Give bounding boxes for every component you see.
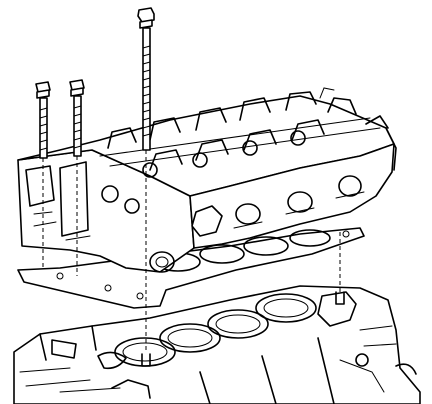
camshaft-bearing-caps bbox=[107, 91, 357, 171]
cylinder-head-bolt-short-left bbox=[35, 81, 51, 268]
cylinder-head-bolt-short-right bbox=[69, 79, 85, 276]
cylinder-head bbox=[17, 87, 397, 273]
engine-block bbox=[13, 285, 421, 404]
cylinder-head-bolt-long bbox=[137, 7, 155, 352]
